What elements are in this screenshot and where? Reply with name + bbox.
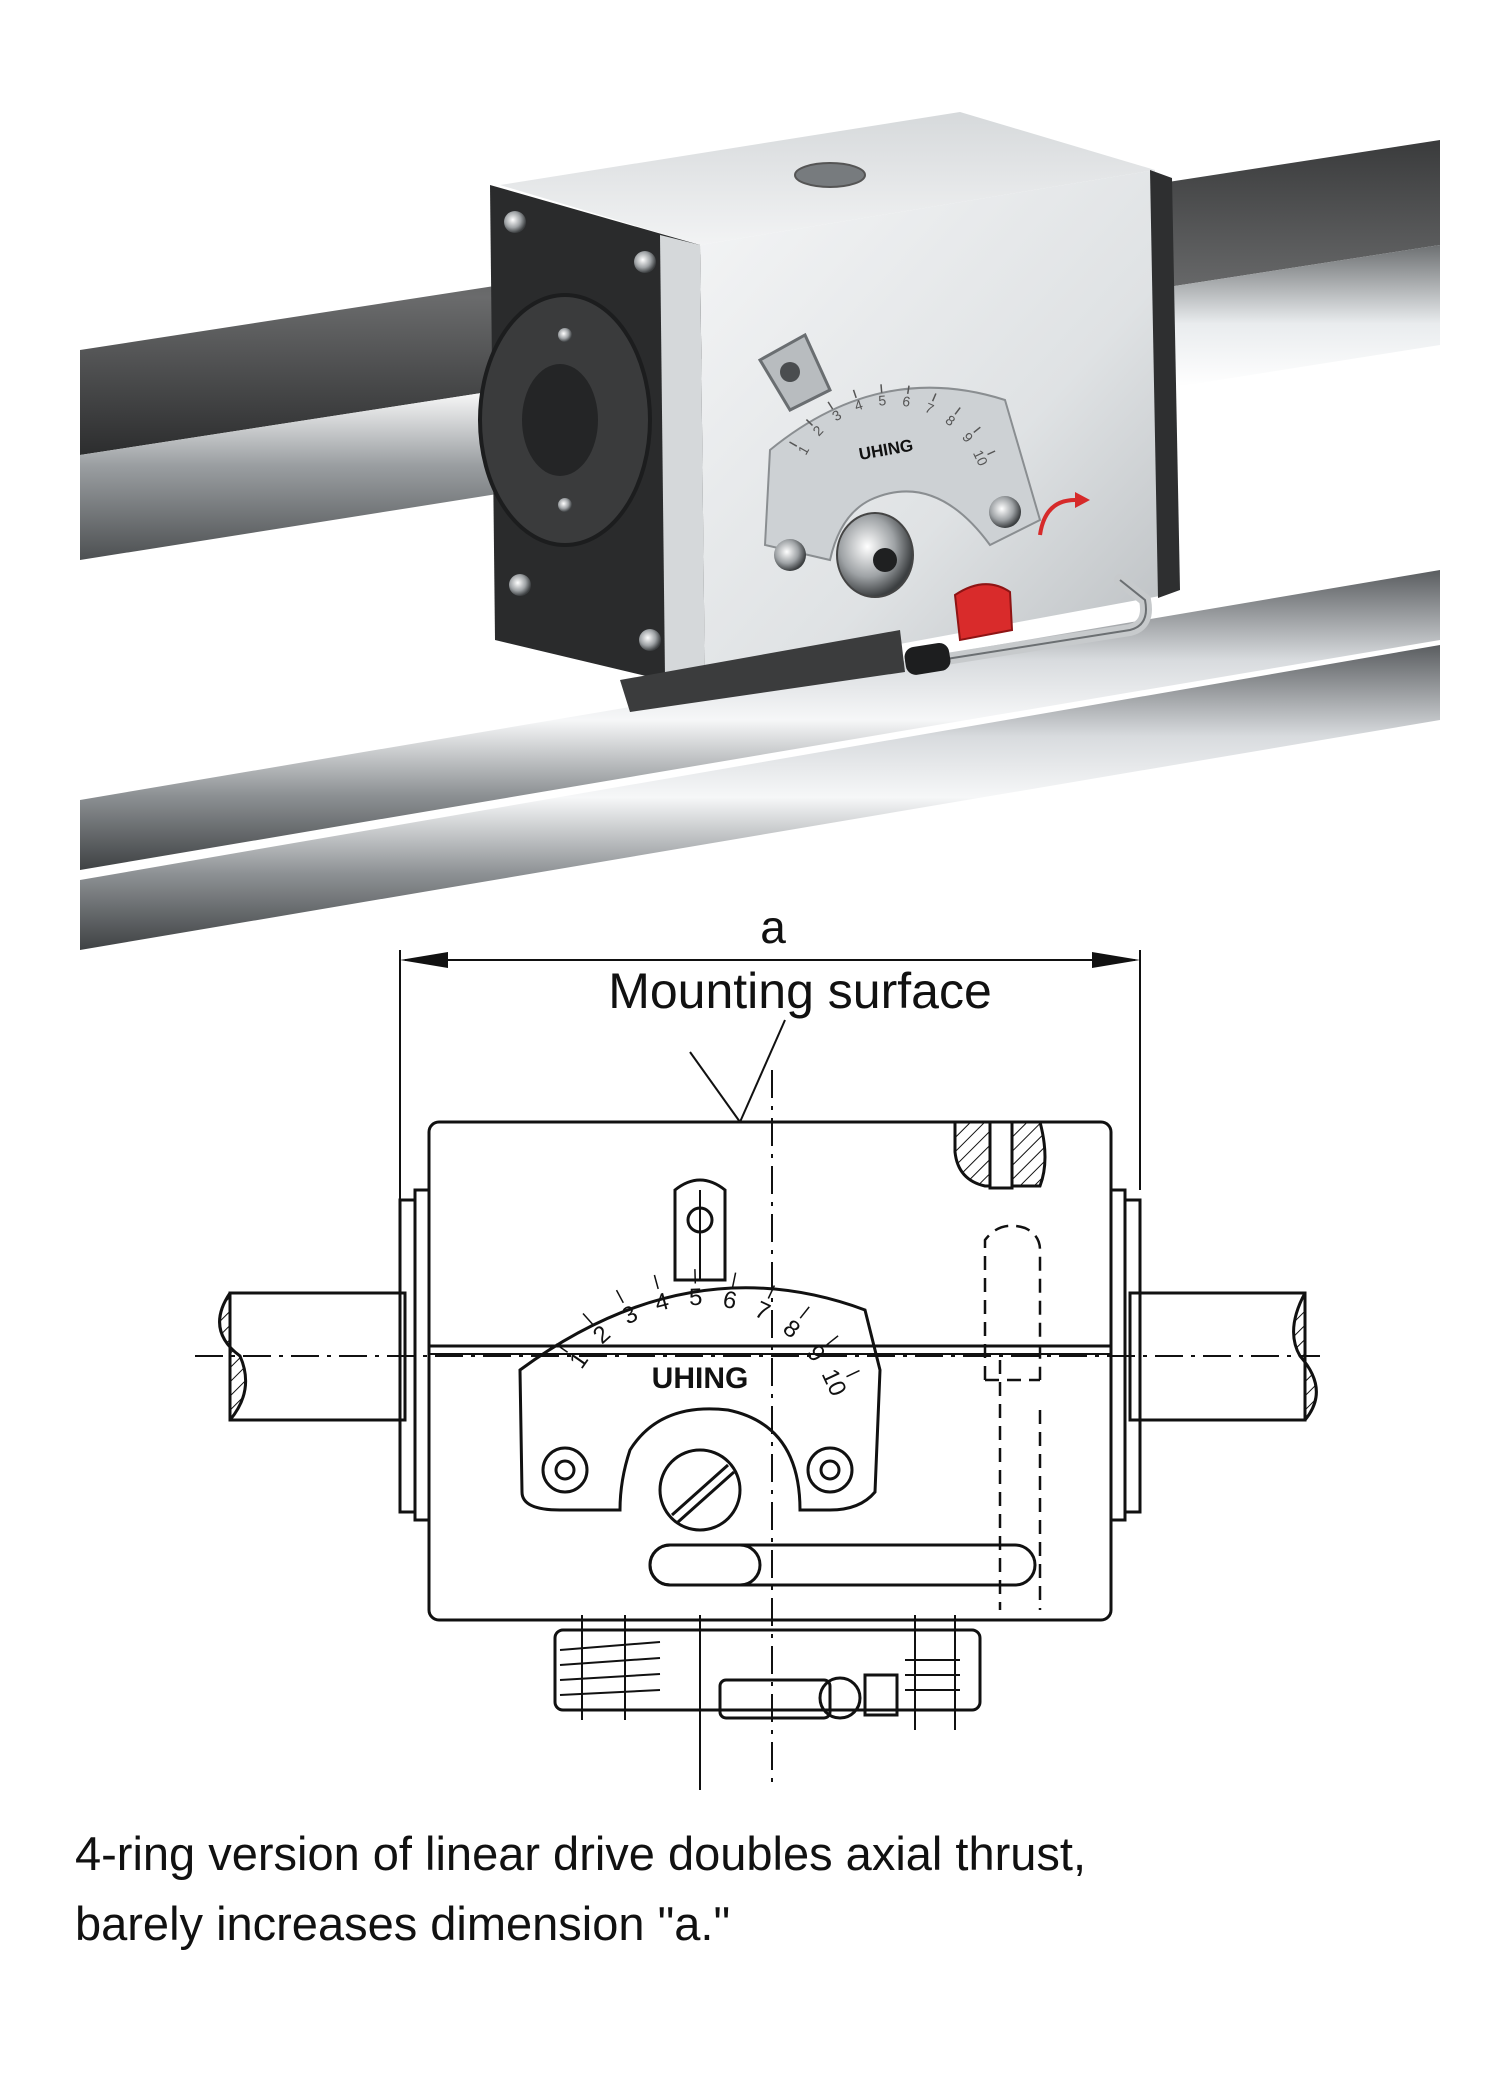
plate-screw-right-core — [819, 1459, 841, 1481]
scale-tick — [805, 419, 814, 426]
guide-stop — [863, 1673, 899, 1717]
scale-number: 10 — [816, 1365, 852, 1401]
scale-number: 4 — [652, 1288, 672, 1318]
plate-screw-left — [541, 1446, 589, 1494]
end-plate-screw — [504, 211, 526, 233]
direction-arrow-icon — [1038, 498, 1076, 536]
mounting-leader-right — [739, 1019, 786, 1123]
top-lube-port — [794, 162, 866, 188]
scale-tick — [852, 389, 857, 399]
right-end-ring — [1150, 170, 1180, 598]
pivot-lever-outline — [673, 1178, 727, 1282]
drawing-brand-mark: UHING — [652, 1362, 749, 1395]
scale-plate-screw — [989, 496, 1021, 528]
dimension-arrow-left — [400, 952, 448, 968]
scale-number: 5 — [689, 1284, 703, 1311]
guide-block — [553, 1628, 982, 1712]
bottom-bracket — [620, 630, 905, 712]
plate-screw-left-core — [554, 1459, 576, 1481]
scale-number: 6 — [721, 1286, 740, 1315]
center-hex-socket — [873, 548, 897, 572]
red-release-button — [953, 583, 1014, 642]
guide-roller — [818, 1676, 862, 1720]
scale-tick — [582, 1313, 594, 1325]
dimension-label-a: a — [760, 901, 786, 953]
housing-outline — [427, 1120, 1113, 1622]
scale-tick — [931, 393, 937, 402]
mounting-leader-left — [689, 1051, 741, 1123]
guide-thread — [559, 1673, 661, 1681]
scale-plate-screw — [774, 539, 806, 571]
lower-shaft-back — [80, 570, 1440, 870]
scale-tick — [827, 401, 834, 410]
scale-number: 8 — [778, 1315, 805, 1344]
scale-number: 6 — [901, 393, 912, 410]
scale-number: 7 — [751, 1296, 775, 1326]
scale-tick — [826, 1335, 839, 1346]
scale-number: 10 — [970, 447, 991, 468]
left-bearing-hub — [522, 364, 598, 476]
right-end-flange-outer — [1123, 1198, 1142, 1514]
caption-line-1: 4-ring version of linear drive doubles a… — [75, 1827, 1087, 1880]
scale-tick — [653, 1274, 659, 1290]
flange-screw — [558, 498, 572, 512]
lever-eye — [780, 362, 800, 382]
guide-thread — [559, 1641, 661, 1651]
scale-tick — [767, 1285, 776, 1299]
mounting-hole-bore — [988, 1120, 1014, 1190]
center-screw — [658, 1448, 742, 1532]
mounting-surface-label: Mounting surface — [608, 963, 992, 1019]
caption-line-2: barely increases dimension "a." — [75, 1897, 731, 1950]
scale-tick — [906, 385, 910, 395]
scale-number: 1 — [564, 1347, 594, 1373]
dimension-arrow-right — [1092, 952, 1140, 968]
scale-tick — [731, 1272, 737, 1287]
scale-number: 9 — [801, 1340, 830, 1367]
hidden-slot — [983, 1224, 1042, 1380]
scale-tick — [987, 450, 996, 456]
scale-tick — [799, 1306, 810, 1319]
direction-arrow-head — [1075, 492, 1090, 508]
scale-tick — [555, 1343, 569, 1353]
switch-rod-knob — [904, 643, 951, 675]
guide-lever — [718, 1678, 832, 1720]
flange-screw — [558, 328, 572, 342]
switch-rod-outline — [648, 1543, 1037, 1587]
end-plate-screw — [509, 574, 531, 596]
scale-tick — [880, 384, 883, 393]
scale-tick — [973, 426, 981, 433]
end-plate-screw — [634, 251, 656, 273]
left-plate-side — [660, 235, 705, 690]
scale-tick — [846, 1369, 860, 1378]
switch-rod-knob-outline — [648, 1543, 762, 1587]
end-plate-screw — [639, 629, 661, 651]
switch-rod-edge — [939, 579, 1147, 661]
center-screw-slot — [671, 1463, 729, 1517]
center-screw-slot-2 — [677, 1470, 735, 1524]
scale-tick — [954, 407, 961, 415]
guide-thread — [559, 1657, 661, 1666]
scale-plate — [763, 386, 1042, 562]
scale-number: 5 — [878, 392, 887, 409]
plate-screw-right — [806, 1446, 854, 1494]
scale-tick — [615, 1289, 624, 1304]
scale-tick — [789, 441, 798, 447]
lower-shaft-front — [80, 645, 1440, 950]
scale-plate-outline — [518, 1286, 882, 1512]
guide-thread — [559, 1689, 661, 1696]
